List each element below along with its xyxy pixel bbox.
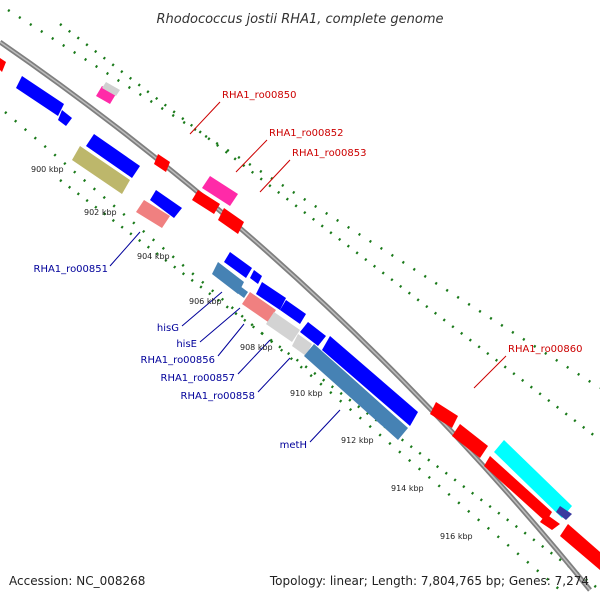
gene-arrow-ro00860[interactable] bbox=[430, 402, 458, 428]
gene-arrow-ro00853[interactable] bbox=[192, 190, 220, 214]
gene-arrow[interactable] bbox=[86, 134, 140, 178]
gene-arrow-ro00851[interactable] bbox=[136, 200, 170, 228]
tick-label-906: 906 kbp bbox=[189, 297, 222, 306]
gene-label-ro00857[interactable]: RHA1_ro00857 bbox=[161, 373, 236, 384]
gene-label-ro00852[interactable]: RHA1_ro00852 bbox=[269, 128, 344, 139]
tick-label-912: 912 kbp bbox=[341, 436, 374, 445]
gene-arrow[interactable] bbox=[556, 506, 572, 520]
map-title: Rhodococcus jostii RHA1, complete genome bbox=[157, 12, 444, 27]
leader-ro00860 bbox=[473, 355, 507, 389]
tick-label-904: 904 kbp bbox=[137, 252, 170, 261]
gene-arrow-hisG[interactable] bbox=[212, 262, 244, 294]
gene-arrow[interactable] bbox=[256, 282, 286, 310]
gene-arrow[interactable] bbox=[540, 514, 560, 530]
leader-metH bbox=[309, 409, 341, 443]
gene-arrow[interactable] bbox=[72, 146, 130, 194]
gene-arrow[interactable] bbox=[494, 440, 572, 518]
gene-label-hisG[interactable]: hisG bbox=[157, 323, 179, 334]
leader-lines bbox=[109, 101, 507, 443]
tick-label-908: 908 kbp bbox=[240, 343, 273, 352]
gene-arrow-ro00857[interactable] bbox=[266, 312, 300, 342]
leader-ro00851 bbox=[109, 231, 141, 267]
leader-ro00852 bbox=[235, 139, 268, 173]
gene-arrow[interactable] bbox=[96, 86, 116, 104]
gene-arrow-ro00852[interactable] bbox=[202, 176, 238, 206]
tick-label-910: 910 kbp bbox=[290, 389, 323, 398]
gene-arrow[interactable] bbox=[280, 300, 306, 324]
gene-label-hisE[interactable]: hisE bbox=[176, 339, 197, 350]
upper-guide-1 bbox=[7, 8, 600, 390]
tick-label-916: 916 kbp bbox=[440, 532, 473, 541]
gene-label-ro00853[interactable]: RHA1_ro00853 bbox=[292, 148, 367, 159]
gene-arrow[interactable] bbox=[154, 154, 170, 172]
tick-guides bbox=[4, 8, 600, 591]
forward-genes bbox=[0, 58, 600, 570]
reverse-gene-labels: RHA1_ro00851 hisG hisE RHA1_ro00856 RHA1… bbox=[34, 264, 308, 451]
genome-summary-text: Topology: linear; Length: 7,804,765 bp; … bbox=[269, 574, 589, 588]
gene-label-metH[interactable]: metH bbox=[280, 440, 307, 451]
leader-hisG bbox=[181, 291, 223, 327]
gene-arrow[interactable] bbox=[560, 524, 600, 570]
leader-ro00853 bbox=[259, 159, 291, 193]
gene-arrow[interactable] bbox=[250, 270, 262, 284]
gene-arrow[interactable] bbox=[322, 336, 418, 426]
leader-hisE bbox=[199, 307, 241, 343]
gene-arrow[interactable] bbox=[300, 322, 326, 346]
accession-text: Accession: NC_008268 bbox=[9, 574, 145, 588]
gene-arrow[interactable] bbox=[0, 58, 6, 72]
gene-arrow-ro00856[interactable] bbox=[242, 292, 276, 322]
gene-label-ro00851[interactable]: RHA1_ro00851 bbox=[34, 264, 109, 275]
genome-backbone-highlight bbox=[0, 41, 591, 591]
gene-arrow[interactable] bbox=[452, 424, 488, 458]
forward-gene-labels: RHA1_ro00850 RHA1_ro00852 RHA1_ro00853 R… bbox=[222, 90, 583, 355]
gene-arrow[interactable] bbox=[224, 252, 252, 278]
tick-labels: 900 kbp 902 kbp 904 kbp 906 kbp 908 kbp … bbox=[31, 165, 473, 541]
gene-arrow-hisE[interactable] bbox=[236, 286, 248, 298]
lower-guide-1 bbox=[4, 111, 561, 591]
gene-arrow-metH[interactable] bbox=[304, 344, 408, 440]
leader-ro00858 bbox=[257, 357, 291, 393]
gene-arrow[interactable] bbox=[150, 190, 182, 218]
gene-arrow-ro00858[interactable] bbox=[292, 334, 312, 356]
tick-label-902: 902 kbp bbox=[84, 208, 117, 217]
tick-label-900: 900 kbp bbox=[31, 165, 64, 174]
gene-arrow[interactable] bbox=[484, 456, 552, 522]
gene-label-ro00856[interactable]: RHA1_ro00856 bbox=[141, 355, 216, 366]
gene-label-ro00860[interactable]: RHA1_ro00860 bbox=[508, 344, 583, 355]
reverse-genes bbox=[16, 76, 418, 440]
gene-arrow[interactable] bbox=[102, 82, 120, 96]
leader-ro00857 bbox=[237, 339, 271, 375]
leader-ro00856 bbox=[217, 323, 245, 357]
tick-label-914: 914 kbp bbox=[391, 484, 424, 493]
gene-label-ro00850[interactable]: RHA1_ro00850 bbox=[222, 90, 297, 101]
gene-arrow[interactable] bbox=[16, 76, 64, 116]
gene-arrow[interactable] bbox=[58, 110, 72, 126]
gene-label-ro00858[interactable]: RHA1_ro00858 bbox=[181, 391, 256, 402]
lower-guide-2 bbox=[59, 179, 600, 591]
leader-ro00850 bbox=[189, 101, 221, 135]
gene-arrow[interactable] bbox=[218, 208, 244, 234]
